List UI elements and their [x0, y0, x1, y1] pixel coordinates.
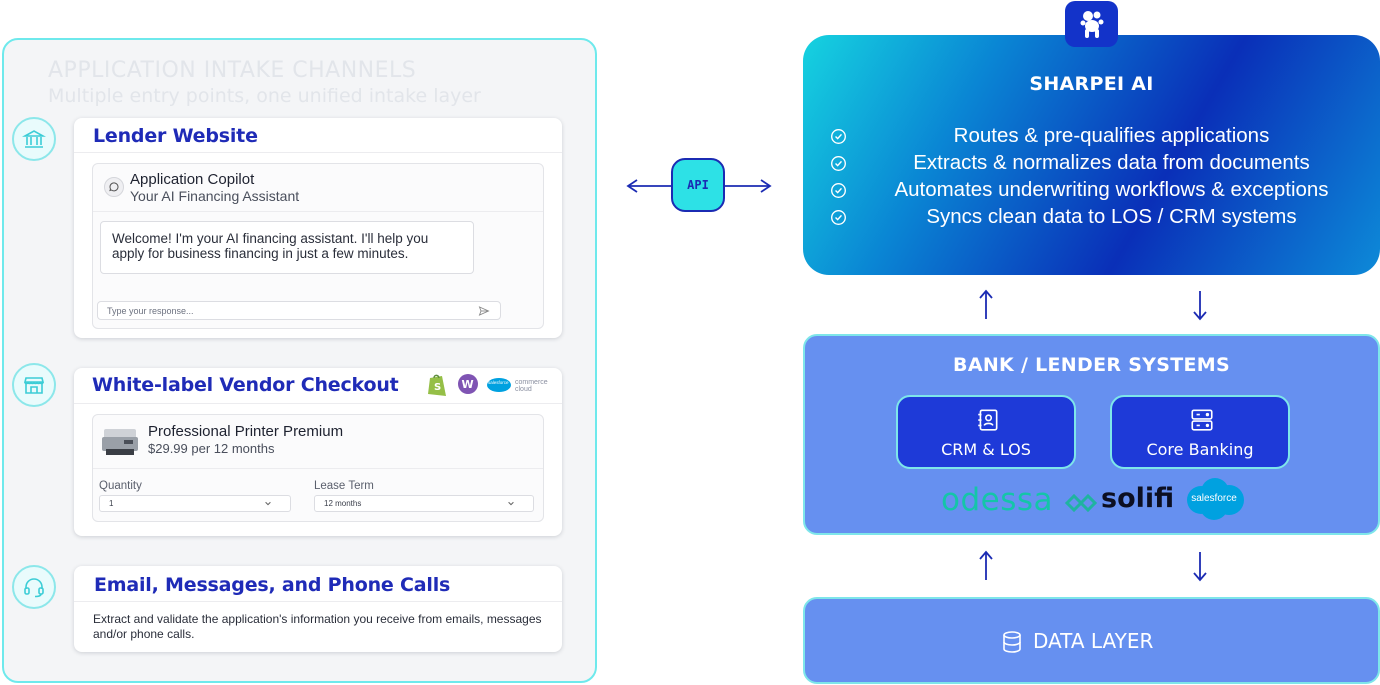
shopify-logo: S	[428, 374, 446, 396]
contacts-book-icon	[978, 409, 998, 431]
chat-message: Welcome! I'm your AI financing assistant…	[100, 221, 474, 274]
card-divider	[74, 601, 562, 602]
lease-term-label: Lease Term	[314, 480, 374, 492]
chat-response-input[interactable]: Type your response...	[97, 301, 501, 320]
arrow-down-icon	[1193, 291, 1207, 321]
checkout-widget: Professional Printer Premium $29.99 per …	[92, 414, 544, 522]
woocommerce-logo: W	[458, 374, 478, 394]
lease-term-select[interactable]: 12 months	[314, 495, 534, 512]
quantity-select[interactable]: 1	[99, 495, 291, 512]
api-badge: API	[671, 158, 725, 212]
data-layer-panel: DATA LAYER	[803, 597, 1380, 684]
intake-heading: APPLICATION INTAKE CHANNELS	[48, 58, 417, 83]
chevron-down-icon	[265, 501, 271, 506]
chevron-down-icon	[508, 501, 514, 506]
bank-icon	[12, 117, 56, 161]
crm-los-label: CRM & LOS	[941, 440, 1031, 459]
check-circle-icon	[831, 129, 846, 144]
checkout-divider	[93, 468, 543, 469]
product-name: Professional Printer Premium	[148, 423, 344, 440]
arrow-up-icon	[979, 289, 993, 319]
chat-bubble-icon	[104, 177, 124, 197]
feature-item: Routes & pre-qualifies applications	[953, 124, 1270, 147]
printer-image	[102, 429, 138, 455]
card-divider	[74, 152, 562, 153]
arrow-up-icon	[979, 550, 993, 580]
storefront-icon	[12, 363, 56, 407]
solifi-mark-icon	[1064, 493, 1098, 513]
chat-subtitle: Your AI Financing Assistant	[130, 188, 300, 204]
vendor-checkout-title: White-label Vendor Checkout	[92, 374, 399, 396]
email-channel-description: Extract and validate the application's i…	[93, 612, 542, 641]
quantity-value: 1	[109, 499, 114, 508]
arrow-down-icon	[1193, 552, 1207, 582]
lender-website-title: Lender Website	[93, 125, 258, 147]
bank-title: BANK / LENDER SYSTEMS	[953, 354, 1230, 376]
product-price: $29.99 per 12 months	[148, 441, 275, 456]
crm-los-box: CRM & LOS	[896, 395, 1076, 469]
check-circle-icon	[831, 210, 846, 225]
lender-website-card[interactable]: Lender Website Application Copilot Your …	[74, 118, 562, 338]
sf-commerce-text: salesforce	[488, 380, 509, 385]
svg-text:W: W	[462, 378, 474, 391]
email-channel-card[interactable]: Email, Messages, and Phone Calls Extract…	[74, 566, 562, 652]
sf-commerce-sub: commerce cloud	[515, 379, 548, 393]
server-icon	[1191, 409, 1213, 431]
chat-title: Application Copilot	[130, 171, 255, 188]
headset-icon	[12, 565, 56, 609]
feature-item: Extracts & normalizes data from document…	[913, 151, 1310, 174]
bank-lender-systems-panel: BANK / LENDER SYSTEMS CRM & LOS Core Ban…	[803, 334, 1380, 535]
email-channel-title: Email, Messages, and Phone Calls	[94, 574, 451, 596]
core-banking-label: Core Banking	[1146, 440, 1254, 459]
vendor-checkout-card[interactable]: White-label Vendor Checkout S W salesfor…	[74, 368, 562, 536]
check-circle-icon	[831, 183, 846, 198]
sharpei-dog-icon	[1065, 1, 1118, 47]
salesforce-commerce-cloud-logo	[487, 378, 511, 392]
salesforce-cloud-icon	[1187, 478, 1244, 520]
salesforce-logo: salesforce	[1191, 493, 1237, 504]
chat-input-placeholder: Type your response...	[107, 306, 194, 316]
quantity-label: Quantity	[99, 480, 142, 492]
intake-subheading: Multiple entry points, one unified intak…	[48, 85, 481, 107]
data-layer-label: DATA LAYER	[1033, 629, 1154, 653]
card-divider	[74, 403, 562, 404]
lease-term-value: 12 months	[324, 499, 362, 508]
core-banking-box: Core Banking	[1110, 395, 1290, 469]
chat-divider	[93, 211, 543, 212]
solifi-logo: solifi	[1101, 483, 1175, 514]
feature-item: Syncs clean data to LOS / CRM systems	[926, 205, 1297, 228]
sharpei-title: SHARPEI AI	[1029, 73, 1154, 95]
feature-item: Automates underwriting workflows & excep…	[894, 178, 1329, 201]
sharpei-ai-panel: SHARPEI AI Routes & pre-qualifies applic…	[803, 35, 1380, 275]
svg-text:S: S	[434, 382, 441, 393]
send-icon[interactable]	[478, 305, 490, 317]
check-circle-icon	[831, 156, 846, 171]
database-icon	[1003, 631, 1021, 653]
odessa-logo: odessa	[941, 482, 1054, 518]
